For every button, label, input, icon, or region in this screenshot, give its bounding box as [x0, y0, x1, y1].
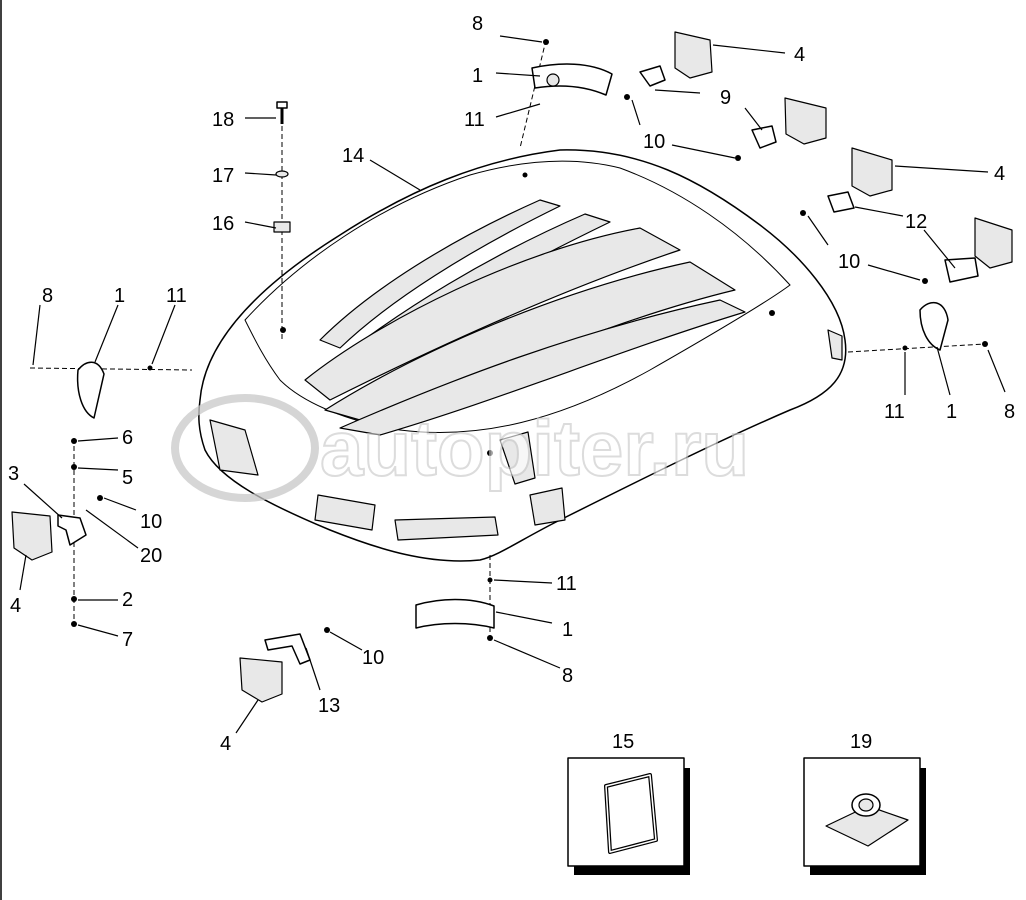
roof-panel — [198, 149, 847, 562]
right-lights — [800, 147, 1013, 284]
watermark-text: autopiter.ru — [320, 404, 749, 492]
left-light-assembly — [11, 438, 103, 627]
right-lamp-cover — [847, 301, 988, 353]
callout-17: 17 — [212, 165, 234, 187]
bolt-stack — [273, 101, 291, 340]
inset-19 — [803, 757, 926, 875]
callout-1-bottom: 1 — [562, 619, 573, 641]
bottom-left-light — [239, 627, 330, 703]
callout-4-d: 4 — [220, 733, 231, 755]
callout-10-a: 10 — [643, 131, 665, 153]
callout-18: 18 — [212, 109, 234, 131]
callout-6: 6 — [122, 427, 133, 449]
callout-10-d: 10 — [362, 647, 384, 669]
leader-lines — [19, 35, 1006, 734]
callout-4-b: 4 — [994, 163, 1005, 185]
callout-14: 14 — [342, 145, 364, 167]
callout-5: 5 — [122, 467, 133, 489]
left-lamp-cover — [29, 361, 193, 419]
callout-10-c: 10 — [140, 511, 162, 533]
top-lamp-cover — [519, 39, 613, 149]
callout-labels: 8 1 11 4 9 10 4 12 10 14 18 17 16 8 1 11… — [8, 13, 1015, 755]
callout-11-left: 11 — [166, 285, 187, 307]
callout-11-bottom: 11 — [556, 573, 577, 595]
callout-8-bottom: 8 — [562, 665, 573, 687]
callout-8-right: 8 — [1004, 401, 1015, 423]
callout-16: 16 — [212, 213, 234, 235]
bottom-lamp-cover — [415, 555, 495, 641]
top-right-lights — [624, 31, 827, 161]
callout-11-right: 11 — [884, 401, 905, 423]
callout-15: 15 — [612, 731, 634, 753]
callout-7: 7 — [122, 629, 133, 651]
callout-2: 2 — [122, 589, 133, 611]
watermark: autopiter.ru — [171, 394, 750, 502]
callout-1-left: 1 — [114, 285, 125, 307]
callout-8-top: 8 — [472, 13, 483, 35]
callout-10-b: 10 — [838, 251, 860, 273]
callout-19: 19 — [850, 731, 872, 753]
callout-20: 20 — [140, 545, 162, 567]
callout-13: 13 — [318, 695, 340, 717]
callout-4-a: 4 — [794, 44, 805, 66]
callout-12: 12 — [905, 211, 927, 233]
callout-9: 9 — [720, 87, 731, 109]
callout-1-top: 1 — [472, 65, 483, 87]
callout-3: 3 — [8, 463, 19, 485]
callout-11-top: 11 — [464, 109, 485, 131]
callout-1-right: 1 — [946, 401, 957, 423]
inset-15 — [567, 757, 690, 875]
callout-8-left: 8 — [42, 285, 53, 307]
callout-4-c: 4 — [10, 595, 21, 617]
